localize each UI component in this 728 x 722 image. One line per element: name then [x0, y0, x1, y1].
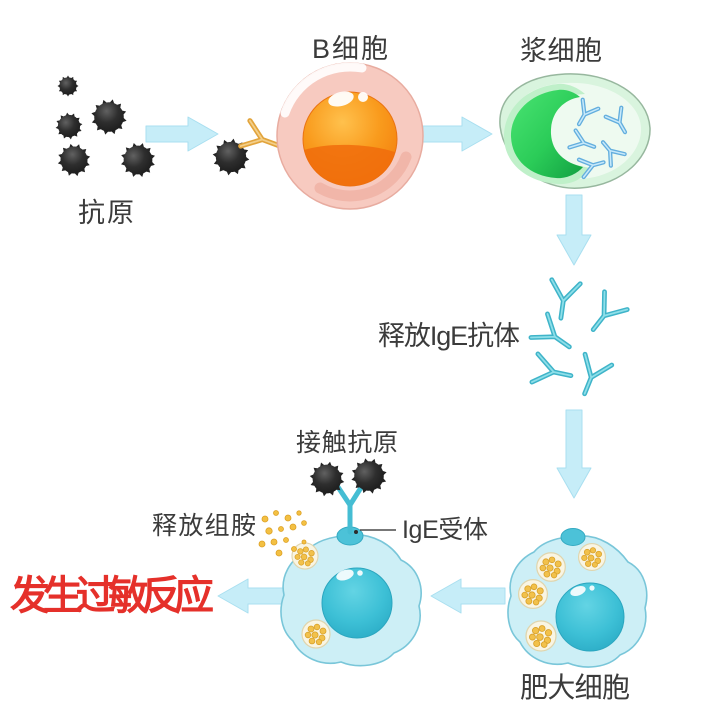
- label-plasma-cell: 浆细胞: [520, 36, 602, 66]
- plasma-cell-nucleus: [510, 89, 583, 179]
- antigen-cluster: [53, 75, 160, 182]
- label-antigen: 抗原: [78, 198, 134, 228]
- bound-ige-antibody-icon: [335, 483, 365, 535]
- activated-mast-cell: [280, 454, 422, 667]
- label-release-ige: 释放IgE抗体: [378, 321, 520, 351]
- bcell-receptor-icon: [241, 121, 283, 158]
- arrow-mastcell-to-activated-icon: [430, 578, 506, 614]
- b-cell: [276, 62, 424, 210]
- granule-icon: [577, 542, 607, 572]
- granule-icon: [301, 619, 331, 649]
- label-ige-receptor: IgE受体: [402, 516, 488, 544]
- activated-mast-cell-nucleus: [321, 567, 393, 639]
- arrow-to-allergic-reaction-icon: [217, 578, 291, 614]
- arrow-antigen-to-bcell-icon: [145, 116, 219, 152]
- antigen-particle-icon: [53, 110, 85, 142]
- mast-cell-receptor-bump-icon: [560, 528, 586, 546]
- label-contact-antigen: 接触抗原: [296, 429, 398, 457]
- granule-icon: [525, 620, 557, 652]
- granule-icon: [517, 578, 549, 610]
- free-ige-antibodies-icon: [531, 280, 627, 399]
- antigen-particle-icon: [116, 138, 160, 182]
- label-allergic-reaction: 发生过敏反应: [10, 574, 214, 618]
- label-b-cell: B细胞: [312, 34, 388, 64]
- flow-arrows: [145, 116, 592, 614]
- contact-antigen-particle-icon: [347, 454, 391, 498]
- histamine-dots-icon: [258, 510, 307, 557]
- antigen-particle-icon: [57, 75, 79, 97]
- label-release-histamine: 释放组胺: [152, 512, 256, 540]
- arrow-plasma-to-ige-icon: [556, 194, 592, 266]
- antigen-particle-icon: [53, 139, 95, 181]
- plasma-cell: [499, 73, 651, 189]
- granule-icon: [536, 552, 566, 582]
- arrow-ige-to-mastcell-icon: [556, 409, 592, 499]
- mast-cell-nucleus: [555, 582, 625, 652]
- mast-cell: [507, 528, 648, 668]
- arrow-bcell-to-plasma-icon: [422, 116, 493, 152]
- antigen-particle-icon: [87, 95, 131, 139]
- label-mast-cell: 肥大细胞: [520, 672, 630, 703]
